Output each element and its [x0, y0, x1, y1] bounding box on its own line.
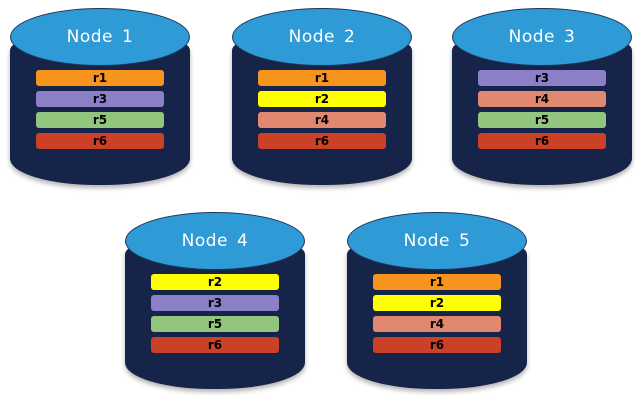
- node-label: Node 2: [289, 27, 356, 47]
- replica-bar-r1[interactable]: r1: [36, 70, 164, 86]
- replica-list: r1 r3 r5 r6: [36, 70, 164, 149]
- replica-list: r2 r3 r5 r6: [151, 274, 279, 353]
- replica-bar-r6[interactable]: r6: [36, 133, 164, 149]
- cylinder-top: Node 4: [125, 212, 305, 270]
- cylinder-top: Node 1: [10, 8, 190, 66]
- replica-bar-r5[interactable]: r5: [151, 316, 279, 332]
- node-label-word: Node: [181, 231, 229, 251]
- node-label-word: Node: [288, 27, 336, 47]
- replica-bar-r3[interactable]: r3: [478, 70, 606, 86]
- node-label-number: 4: [237, 231, 249, 251]
- cylinder-top: Node 2: [232, 8, 412, 66]
- replica-bar-r4[interactable]: r4: [258, 112, 386, 128]
- node-label-word: Node: [508, 27, 556, 47]
- cylinder-top: Node 5: [347, 212, 527, 270]
- node-label-word: Node: [66, 27, 114, 47]
- node-label: Node 4: [182, 231, 249, 251]
- replica-bar-r3[interactable]: r3: [36, 91, 164, 107]
- node-label-number: 2: [344, 27, 356, 47]
- replica-bar-r2[interactable]: r2: [373, 295, 501, 311]
- node-label: Node 1: [67, 27, 134, 47]
- replica-list: r1 r2 r4 r6: [258, 70, 386, 149]
- node-label-number: 5: [459, 231, 471, 251]
- replica-bar-r4[interactable]: r4: [373, 316, 501, 332]
- replica-list: r1 r2 r4 r6: [373, 274, 501, 353]
- replica-bar-r2[interactable]: r2: [151, 274, 279, 290]
- database-node-5[interactable]: Node 5 r1 r2 r4 r6: [347, 212, 527, 397]
- replica-bar-r5[interactable]: r5: [478, 112, 606, 128]
- node-label-number: 1: [122, 27, 134, 47]
- replica-bar-r1[interactable]: r1: [258, 70, 386, 86]
- replica-bar-r5[interactable]: r5: [36, 112, 164, 128]
- replica-bar-r6[interactable]: r6: [373, 337, 501, 353]
- replica-bar-r2[interactable]: r2: [258, 91, 386, 107]
- replica-list: r3 r4 r5 r6: [478, 70, 606, 149]
- database-node-4[interactable]: Node 4 r2 r3 r5 r6: [125, 212, 305, 397]
- replica-bar-r6[interactable]: r6: [258, 133, 386, 149]
- database-node-2[interactable]: Node 2 r1 r2 r4 r6: [232, 8, 412, 193]
- node-label-number: 3: [564, 27, 576, 47]
- replica-bar-r1[interactable]: r1: [373, 274, 501, 290]
- node-label: Node 3: [509, 27, 576, 47]
- database-node-3[interactable]: Node 3 r3 r4 r5 r6: [452, 8, 632, 193]
- cylinder-top: Node 3: [452, 8, 632, 66]
- node-label-word: Node: [403, 231, 451, 251]
- replica-bar-r3[interactable]: r3: [151, 295, 279, 311]
- node-label: Node 5: [404, 231, 471, 251]
- replica-bar-r6[interactable]: r6: [478, 133, 606, 149]
- replica-bar-r6[interactable]: r6: [151, 337, 279, 353]
- database-node-1[interactable]: Node 1 r1 r3 r5 r6: [10, 8, 190, 193]
- replica-bar-r4[interactable]: r4: [478, 91, 606, 107]
